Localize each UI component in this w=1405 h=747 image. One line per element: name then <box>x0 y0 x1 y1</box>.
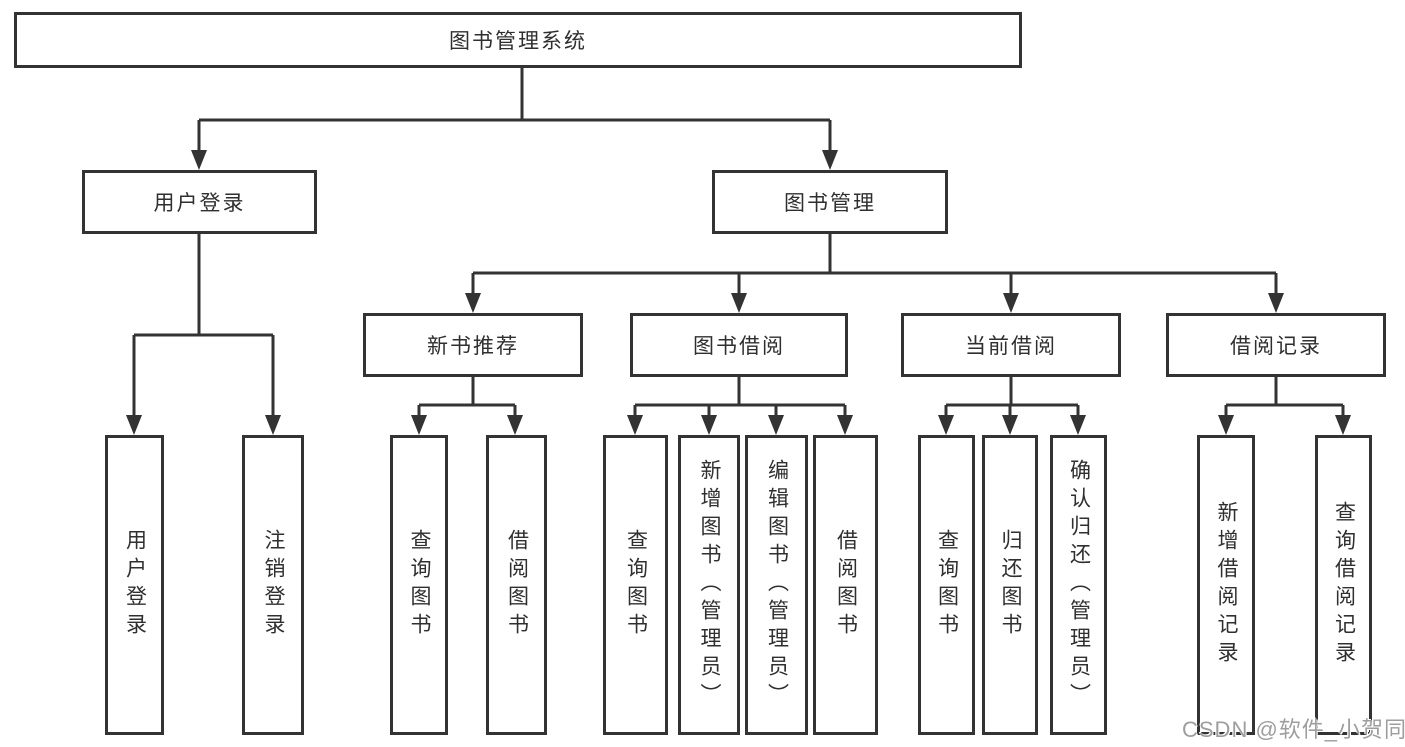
leaf-records-query-record-label: 查询借阅记录 <box>1332 501 1356 669</box>
node-book-management-label: 图书管理 <box>784 192 876 215</box>
node-root: 图书管理系统 <box>14 12 1022 68</box>
leaf-logout: 注销登录 <box>242 435 304 735</box>
leaf-user-login: 用户登录 <box>105 435 164 735</box>
node-borrow-records-label: 借阅记录 <box>1230 335 1322 358</box>
leaf-logout-label: 注销登录 <box>262 529 285 641</box>
node-user-login-label: 用户登录 <box>153 192 246 215</box>
node-book-borrow-label: 图书借阅 <box>693 335 785 358</box>
leaf-user-login-label: 用户登录 <box>123 529 147 641</box>
leaf-borrow-query-books-label: 查询图书 <box>624 529 648 641</box>
node-book-borrow: 图书借阅 <box>630 313 848 377</box>
node-new-book-recommend-label: 新书推荐 <box>427 335 519 358</box>
leaf-borrow-query-books: 查询图书 <box>603 435 668 735</box>
node-current-borrow: 当前借阅 <box>901 313 1121 377</box>
leaf-current-confirm-return-admin-label: 确认归还（管理员） <box>1067 459 1091 711</box>
leaf-newbook-borrow-books: 借阅图书 <box>486 435 547 735</box>
leaf-borrow-add-books-admin: 新增图书（管理员） <box>678 435 740 735</box>
leaf-borrow-borrow-books-label: 借阅图书 <box>834 529 858 641</box>
leaf-borrow-borrow-books: 借阅图书 <box>813 435 878 735</box>
leaf-newbook-query-books: 查询图书 <box>390 435 448 735</box>
node-new-book-recommend: 新书推荐 <box>363 313 583 377</box>
leaf-records-query-record: 查询借阅记录 <box>1315 435 1372 735</box>
leaf-newbook-query-books-label: 查询图书 <box>408 529 431 641</box>
leaf-current-query-books: 查询图书 <box>918 435 975 735</box>
csdn-watermark: CSDN @软件_小贺同学 <box>1182 717 1405 742</box>
leaf-borrow-edit-books-admin: 编辑图书（管理员） <box>745 435 808 735</box>
node-current-borrow-label: 当前借阅 <box>965 335 1057 358</box>
leaf-current-query-books-label: 查询图书 <box>935 529 959 641</box>
leaf-current-return-books-label: 归还图书 <box>999 529 1022 641</box>
leaf-newbook-borrow-books-label: 借阅图书 <box>505 529 529 641</box>
leaf-borrow-add-books-admin-label: 新增图书（管理员） <box>698 459 721 711</box>
node-borrow-records: 借阅记录 <box>1166 313 1386 377</box>
leaf-current-return-books: 归还图书 <box>982 435 1038 735</box>
leaf-records-add-record-label: 新增借阅记录 <box>1215 501 1238 669</box>
leaf-borrow-edit-books-admin-label: 编辑图书（管理员） <box>765 459 789 711</box>
node-book-management: 图书管理 <box>712 170 948 234</box>
node-user-login: 用户登录 <box>82 170 317 234</box>
leaf-current-confirm-return-admin: 确认归还（管理员） <box>1050 435 1107 735</box>
leaf-records-add-record: 新增借阅记录 <box>1197 435 1255 735</box>
node-root-label: 图书管理系统 <box>449 30 587 53</box>
